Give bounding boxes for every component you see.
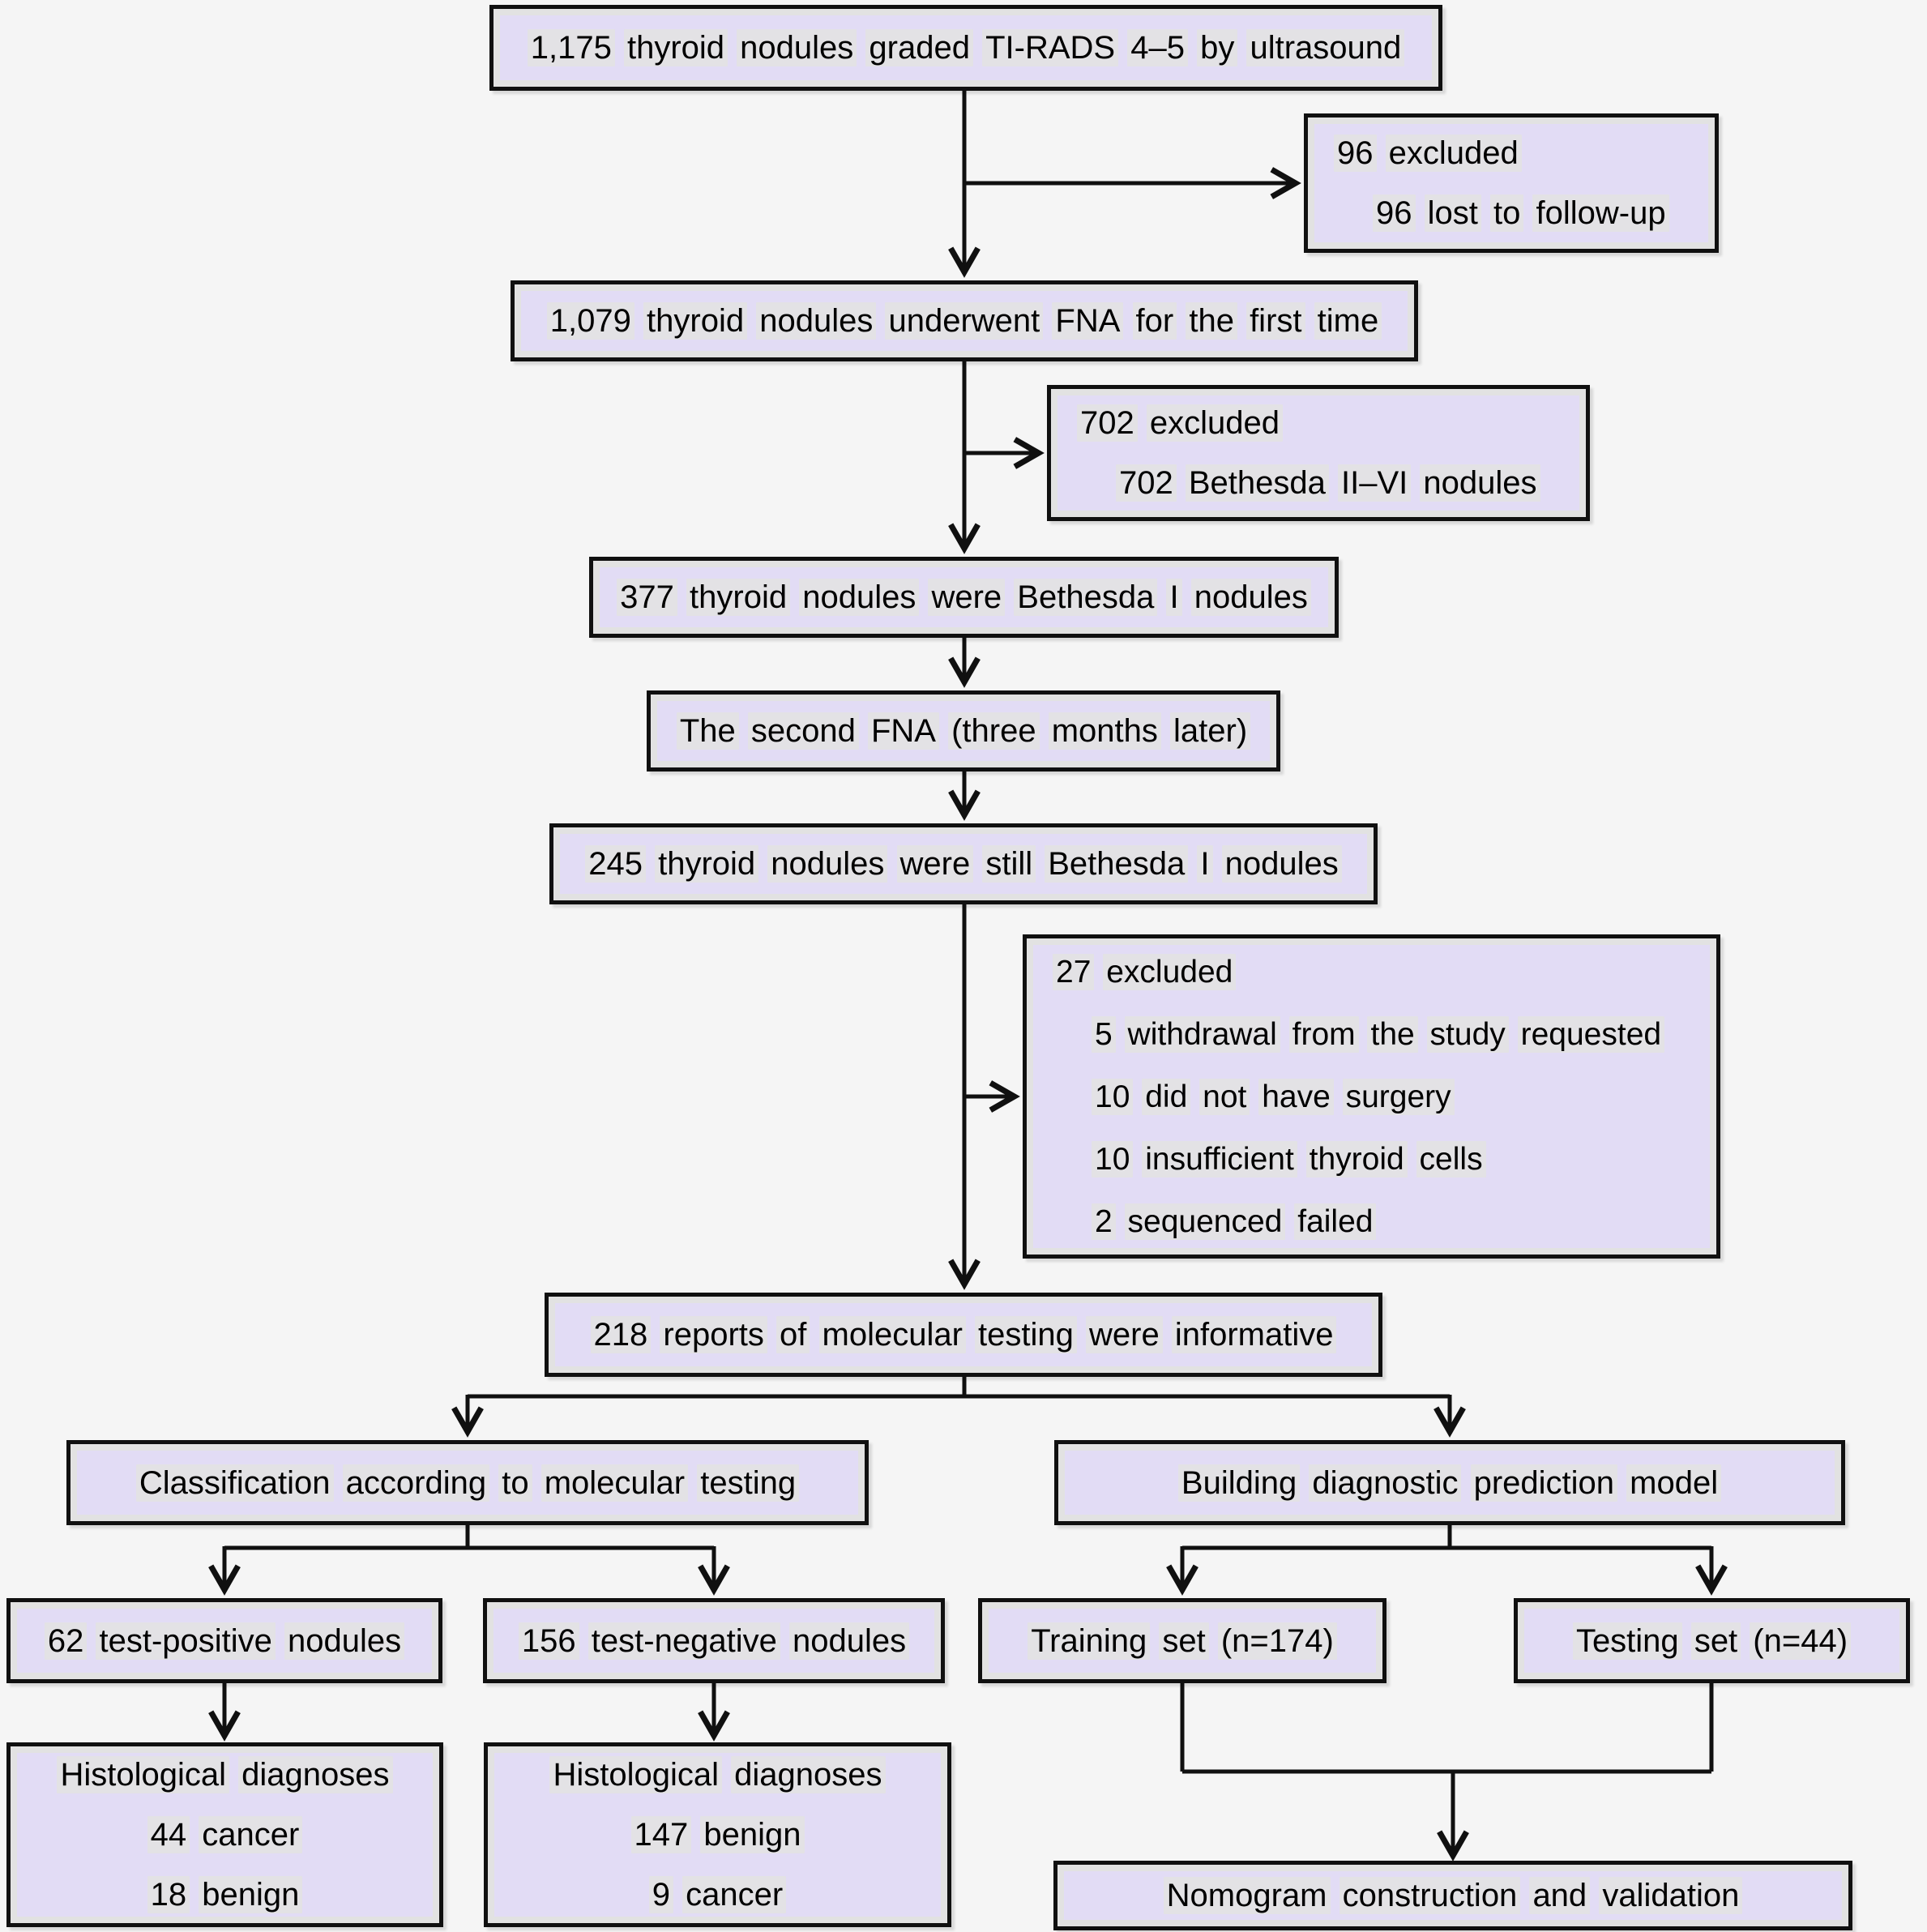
hist-negative-line-1: Histological diagnoses xyxy=(549,1745,886,1805)
box-test-positive: 62 test-positive nodules xyxy=(6,1598,442,1683)
split-building xyxy=(1182,1525,1711,1550)
box-first-fna: 1,079 thyroid nodules underwent FNA for … xyxy=(511,280,1418,361)
split-classification xyxy=(224,1525,714,1550)
split-informative xyxy=(468,1377,1450,1399)
excluded-bethesda-line-1: 702 excluded xyxy=(1077,393,1283,453)
box-informative-reports: 218 reports of molecular testing were in… xyxy=(545,1293,1382,1377)
box-training-set-text: Training set (n=174) xyxy=(1028,1611,1337,1671)
box-still-bethesda-one: 245 thyroid nodules were still Bethesda … xyxy=(549,823,1378,904)
box-still-bethesda-one-text: 245 thyroid nodules were still Bethesda … xyxy=(585,834,1342,894)
hist-positive-line-3: 18 benign xyxy=(147,1865,303,1925)
box-nomogram-text: Nomogram construction and validation xyxy=(1163,1866,1743,1926)
excluded-followup-line-2: 96 lost to follow-up xyxy=(1373,183,1669,243)
box-nomogram: Nomogram construction and validation xyxy=(1053,1861,1852,1930)
box-building-model: Building diagnostic prediction model xyxy=(1054,1440,1845,1525)
merge-train-test xyxy=(1180,1683,1714,1774)
excluded-27-line-5: 2 sequenced failed xyxy=(1092,1190,1377,1253)
box-testing-set-text: Testing set (n=44) xyxy=(1572,1611,1852,1671)
box-informative-reports-text: 218 reports of molecular testing were in… xyxy=(590,1305,1337,1365)
box-first-fna-text: 1,079 thyroid nodules underwent FNA for … xyxy=(546,291,1382,351)
box-initial-nodules: 1,175 thyroid nodules graded TI-RADS 4–5… xyxy=(489,5,1442,91)
box-classification: Classification according to molecular te… xyxy=(66,1440,869,1525)
box-excluded-followup: 96 excluded 96 lost to follow-up xyxy=(1304,113,1719,253)
box-testing-set: Testing set (n=44) xyxy=(1514,1598,1910,1683)
hist-negative-line-3: 9 cancer xyxy=(648,1865,787,1925)
box-second-fna-text: The second FNA (three months later) xyxy=(676,701,1251,761)
box-bethesda-one-text: 377 thyroid nodules were Bethesda I nodu… xyxy=(617,567,1311,627)
box-bethesda-one: 377 thyroid nodules were Bethesda I nodu… xyxy=(589,557,1339,638)
box-test-negative-text: 156 test-negative nodules xyxy=(518,1611,910,1671)
box-building-model-text: Building diagnostic prediction model xyxy=(1177,1453,1722,1513)
hist-negative-line-2: 147 benign xyxy=(630,1805,805,1865)
box-excluded-27: 27 excluded 5 withdrawal from the study … xyxy=(1023,934,1720,1259)
box-initial-nodules-text: 1,175 thyroid nodules graded TI-RADS 4–5… xyxy=(527,18,1405,78)
box-second-fna: The second FNA (three months later) xyxy=(647,690,1280,772)
box-test-positive-text: 62 test-positive nodules xyxy=(44,1611,405,1671)
box-test-negative: 156 test-negative nodules xyxy=(483,1598,945,1683)
box-classification-text: Classification according to molecular te… xyxy=(135,1453,800,1513)
box-hist-positive: Histological diagnoses 44 cancer 18 beni… xyxy=(6,1742,443,1927)
box-excluded-bethesda: 702 excluded 702 Bethesda II–VI nodules xyxy=(1047,385,1590,521)
excluded-27-line-4: 10 insufficient thyroid cells xyxy=(1092,1128,1486,1190)
excluded-27-line-3: 10 did not have surgery xyxy=(1092,1066,1455,1128)
excluded-27-line-2: 5 withdrawal from the study requested xyxy=(1092,1003,1665,1066)
hist-positive-line-1: Histological diagnoses xyxy=(57,1745,393,1805)
excluded-27-line-1: 27 excluded xyxy=(1053,941,1237,1003)
excluded-bethesda-line-2: 702 Bethesda II–VI nodules xyxy=(1116,453,1540,513)
excluded-followup-line-1: 96 excluded xyxy=(1334,123,1522,183)
box-training-set: Training set (n=174) xyxy=(978,1598,1386,1683)
box-hist-negative: Histological diagnoses 147 benign 9 canc… xyxy=(484,1742,951,1927)
hist-positive-line-2: 44 cancer xyxy=(147,1805,303,1865)
